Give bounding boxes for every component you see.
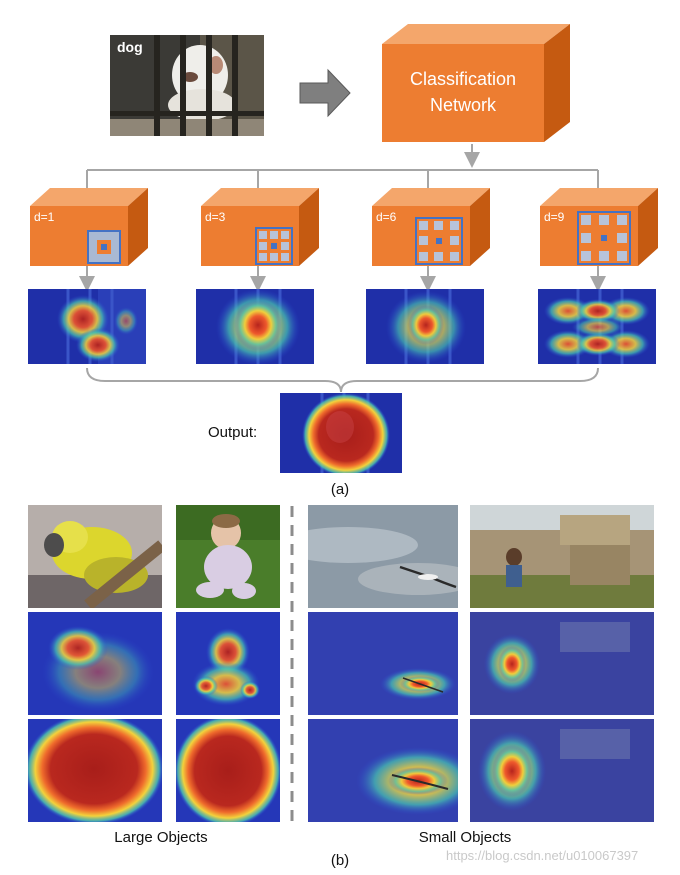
caption-a: (a) [330,481,350,498]
kernel-d9 [577,211,631,265]
seagull-cam-baseline [308,612,458,715]
group-label-small: Small Objects [418,829,512,846]
parrot-cam-ours [28,719,162,822]
output-label: Output: [208,424,258,441]
network-label-line2: Network [429,95,496,115]
caption-b: (b) [330,852,350,869]
heatmap-d3 [196,289,314,364]
kernel-d1 [87,230,121,264]
boy-cam-baseline [470,612,654,715]
dilation-cube-d9 [540,188,658,266]
group-label-large: Large Objects [114,829,208,846]
parrot-cam-baseline [28,612,162,715]
dilation-label-d3: d=3 [205,210,226,224]
kernel-d3 [255,227,293,265]
dilation-label-d6: d=6 [376,210,397,224]
output-heatmap [280,393,402,473]
dilation-cube-d1 [30,188,148,266]
dilation-cube-d3 [201,188,319,266]
heatmap-d1 [28,289,146,364]
seagull-cam-ours [308,719,458,822]
baby-photo [176,505,280,608]
boy-ruins-photo [470,505,654,608]
dilation-cube-d6 [372,188,490,266]
baby-cam-ours [176,719,280,822]
seagull-photo [308,505,458,608]
process-arrow [299,68,351,118]
input-class-label: dog [117,39,143,55]
watermark-text: https://blog.csdn.net/u010067397 [446,848,639,863]
heatmap-d6 [366,289,484,364]
input-dog-photo: dog [110,35,264,136]
kernel-d6 [415,217,463,265]
merge-brace [86,367,599,393]
dilation-label-d9: d=9 [544,210,565,224]
dilation-label-d1: d=1 [34,210,55,224]
classification-network-box [382,24,570,142]
baby-cam-baseline [176,612,280,715]
parrot-photo [28,505,162,608]
network-label-line1: Classification [409,69,517,89]
heatmap-d9 [538,289,656,364]
boy-cam-ours [470,719,654,822]
network-label: Classification Network [382,66,544,118]
